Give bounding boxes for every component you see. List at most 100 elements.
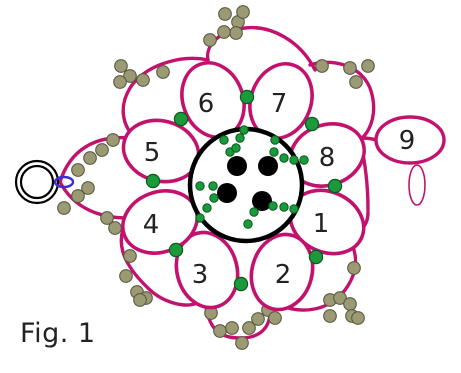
strand-2-bead-1 bbox=[269, 147, 279, 157]
picot-bead-34 bbox=[156, 65, 170, 79]
picot-bead-19 bbox=[242, 321, 256, 335]
strand-3-bead-5 bbox=[195, 213, 205, 223]
picot-bead-4 bbox=[71, 163, 85, 177]
ring-7: 7 bbox=[248, 62, 314, 140]
picot-bead-2 bbox=[71, 189, 85, 203]
strand-2-bead-5 bbox=[299, 155, 309, 165]
strand-4-bead-2 bbox=[243, 219, 253, 229]
picot-bead-44 bbox=[361, 59, 375, 73]
button-hole-bead-1 bbox=[227, 156, 247, 176]
picot-bead-41 bbox=[315, 59, 329, 73]
picot-bead-43 bbox=[349, 75, 363, 89]
button-hole-bead-3 bbox=[217, 183, 237, 203]
strand-2-bead-3 bbox=[279, 153, 289, 163]
jump-ring-inner bbox=[19, 164, 55, 200]
picot-bead-42 bbox=[343, 61, 357, 75]
chain-thread-7 bbox=[308, 60, 376, 142]
picot-bead-20 bbox=[251, 312, 265, 326]
accent-beads bbox=[145, 89, 343, 292]
chain-thread-2 bbox=[58, 180, 130, 220]
jump-ring-link bbox=[53, 175, 75, 189]
picot-bead-10 bbox=[123, 249, 137, 263]
ring-6-label: 6 bbox=[198, 89, 215, 119]
center-button bbox=[187, 126, 305, 244]
jump-ring-outer bbox=[14, 159, 60, 205]
picot-bead-35 bbox=[218, 7, 232, 21]
strand-4-bead-3 bbox=[268, 201, 278, 211]
jump-ring-icon bbox=[14, 159, 75, 205]
picot-bead-6 bbox=[95, 143, 109, 157]
chain-thread-9 bbox=[121, 56, 210, 140]
picot-bead-16 bbox=[213, 324, 227, 338]
picot-beads bbox=[57, 5, 375, 350]
figure-label: Fig. 1 bbox=[20, 318, 96, 349]
ring-3-label: 3 bbox=[192, 260, 209, 290]
picot-bead-22 bbox=[268, 311, 282, 325]
picot-bead-38 bbox=[229, 26, 243, 40]
ring-5-label: 5 bbox=[144, 138, 161, 168]
ring-3: 3 bbox=[174, 230, 240, 310]
strand-3-bead-1 bbox=[208, 181, 218, 191]
picot-bead-33 bbox=[113, 75, 127, 89]
strand-1-bead-3 bbox=[231, 143, 241, 153]
ring-2: 2 bbox=[249, 232, 315, 312]
ring-1-label: 1 bbox=[313, 209, 330, 239]
picot-bead-9 bbox=[108, 221, 122, 235]
ring-7-label: 7 bbox=[271, 89, 288, 119]
picot-bead-40 bbox=[203, 33, 217, 47]
picot-bead-18 bbox=[235, 336, 249, 350]
accent-bead-2 bbox=[173, 111, 189, 127]
accent-bead-1 bbox=[239, 89, 255, 105]
ring-8-label: 8 bbox=[319, 143, 336, 173]
picot-bead-31 bbox=[123, 69, 137, 83]
ring-9-outline bbox=[374, 115, 446, 165]
ring-1: 1 bbox=[288, 188, 366, 256]
picot-bead-37 bbox=[236, 5, 250, 19]
strand-4-bead-1 bbox=[249, 207, 259, 217]
ring-9: 9 bbox=[374, 115, 446, 206]
accent-bead-6 bbox=[168, 242, 184, 258]
picot-bead-5 bbox=[83, 151, 97, 165]
strand-3-bead-3 bbox=[209, 193, 219, 203]
picot-bead-11 bbox=[119, 269, 133, 283]
ring-3-outline bbox=[174, 230, 240, 310]
picot-bead-32 bbox=[136, 73, 150, 87]
accent-bead-5 bbox=[145, 173, 161, 189]
picot-bead-39 bbox=[217, 25, 231, 39]
accent-bead-7 bbox=[233, 276, 249, 292]
accent-bead-4 bbox=[327, 178, 343, 194]
accent-bead-3 bbox=[304, 116, 320, 132]
picot-bead-17 bbox=[225, 321, 239, 335]
picot-bead-30 bbox=[114, 59, 128, 73]
strand-1-bead-4 bbox=[235, 133, 245, 143]
ring-9-tail-loop bbox=[408, 164, 426, 206]
strand-3-bead-4 bbox=[202, 203, 212, 213]
strand-3-bead-2 bbox=[195, 181, 205, 191]
picot-bead-28 bbox=[323, 309, 337, 323]
picot-bead-29 bbox=[347, 261, 361, 275]
chain-thread-1 bbox=[58, 135, 132, 184]
picot-bead-25 bbox=[343, 297, 357, 311]
ring-4-label: 4 bbox=[143, 210, 160, 240]
ring-2-outline bbox=[249, 232, 315, 312]
strand-4-bead-5 bbox=[289, 204, 299, 214]
picot-bead-24 bbox=[333, 291, 347, 305]
picot-bead-27 bbox=[351, 311, 365, 325]
accent-bead-8 bbox=[308, 249, 324, 265]
strand-2-bead-4 bbox=[289, 155, 299, 165]
ring-9-label: 9 bbox=[399, 126, 416, 156]
strand-2-bead-2 bbox=[270, 135, 280, 145]
picot-bead-1 bbox=[57, 201, 71, 215]
chain-thread-3 bbox=[119, 216, 207, 307]
strand-4-bead-4 bbox=[279, 202, 289, 212]
picot-bead-14 bbox=[133, 293, 147, 307]
jump-ring bbox=[14, 159, 75, 205]
button-hole-bead-2 bbox=[258, 156, 278, 176]
picot-bead-8 bbox=[100, 211, 114, 225]
ring-2-label: 2 bbox=[275, 260, 292, 290]
strand-1-bead-2 bbox=[219, 135, 229, 145]
picot-bead-3 bbox=[81, 181, 95, 195]
strand-1-bead-5 bbox=[239, 125, 249, 135]
